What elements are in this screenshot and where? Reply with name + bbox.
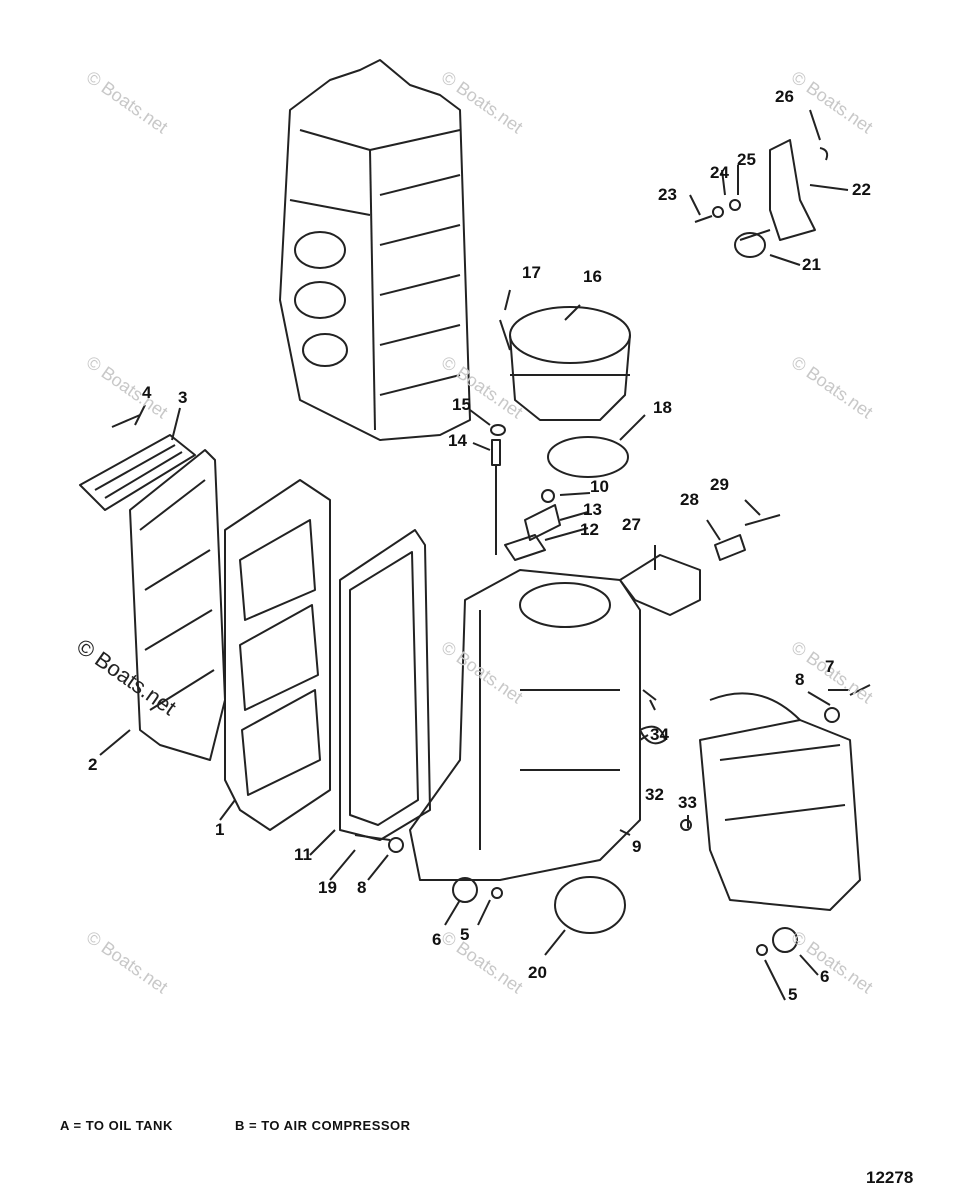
callout-26: 26 <box>775 87 794 106</box>
callouts: 1 2 3 4 5 5 6 6 7 8 8 9 10 11 12 13 14 1… <box>88 87 871 1004</box>
fitting-34 <box>642 689 657 701</box>
callout-32: 32 <box>645 785 664 804</box>
callout-14: 14 <box>448 431 467 450</box>
watermark-text: © Boats.net <box>788 352 877 422</box>
callout-33: 33 <box>678 793 697 812</box>
legend-b: B = TO AIR COMPRESSOR <box>235 1118 411 1133</box>
callout-8b: 8 <box>357 878 366 897</box>
callout-3: 3 <box>178 388 187 407</box>
callout-21: 21 <box>802 255 821 274</box>
callout-19: 19 <box>318 878 337 897</box>
sensor-21 <box>734 232 766 258</box>
bolt-7 <box>849 684 871 696</box>
throttle-body-16 <box>509 306 631 421</box>
intake-housing-9 <box>409 569 641 881</box>
callout-4: 4 <box>142 383 152 402</box>
screw-4 <box>111 414 141 428</box>
clip-26 <box>819 147 829 161</box>
washer-5a <box>491 887 503 899</box>
watermark-text: © Boats.net <box>788 927 877 997</box>
linkage-22 <box>739 139 816 241</box>
callout-8a: 8 <box>795 670 804 689</box>
callout-25: 25 <box>737 150 756 169</box>
sensor-14 <box>491 439 501 555</box>
pump-20 <box>554 876 626 934</box>
reed-block <box>79 434 196 511</box>
callout-23: 23 <box>658 185 677 204</box>
figure-number: 12278 <box>866 1168 914 1187</box>
intake-plate-1 <box>224 479 331 831</box>
gasket-2 <box>129 449 226 761</box>
screw-33 <box>680 819 692 831</box>
watermark-text: © Boats.net <box>83 352 172 422</box>
sensor-27 <box>619 554 701 616</box>
callout-29: 29 <box>710 475 729 494</box>
callout-28: 28 <box>680 490 699 509</box>
watermark-text: © Boats.net <box>788 67 877 137</box>
watermark-text: © Boats.net <box>83 927 172 997</box>
callout-6a: 6 <box>432 930 441 949</box>
watermarks: © Boats.net © Boats.net © Boats.net © Bo… <box>72 67 876 997</box>
o-ring-18 <box>547 436 629 478</box>
washer-5b <box>756 944 768 956</box>
bracket-13 <box>524 504 561 541</box>
crankcase-block <box>279 59 471 441</box>
callout-5a: 5 <box>460 925 469 944</box>
callout-34: 34 <box>650 725 669 744</box>
clamp-32 <box>639 725 666 745</box>
bolt-19 <box>354 834 391 841</box>
callout-15: 15 <box>452 395 471 414</box>
screw-10 <box>541 489 555 503</box>
callout-1: 1 <box>215 820 224 839</box>
fuel-module <box>699 692 861 911</box>
washer-24 <box>712 206 724 218</box>
callout-11: 11 <box>294 845 312 864</box>
watermark-text: © Boats.net <box>438 927 527 997</box>
callout-10: 10 <box>590 477 609 496</box>
callout-5b: 5 <box>788 985 797 1004</box>
sensor-12 <box>504 534 546 561</box>
watermark-text: © Boats.net <box>438 637 527 707</box>
fitting-28 <box>714 534 746 561</box>
screw-17 <box>499 319 511 351</box>
callout-18: 18 <box>653 398 672 417</box>
callout-27: 27 <box>622 515 641 534</box>
callout-17: 17 <box>522 263 541 282</box>
screw-23 <box>694 215 713 223</box>
callout-20: 20 <box>528 963 547 982</box>
bolt-29 <box>744 514 781 526</box>
o-ring-15 <box>490 424 506 436</box>
callout-9: 9 <box>632 837 641 856</box>
callout-22: 22 <box>852 180 871 199</box>
watermark-text: © Boats.net <box>83 67 172 137</box>
gasket-11 <box>339 529 431 841</box>
callout-6b: 6 <box>820 967 829 986</box>
washer-8a <box>388 837 404 853</box>
nut-25 <box>729 199 741 211</box>
callout-12: 12 <box>580 520 599 539</box>
watermark-text-dark: © Boats.net <box>72 634 181 721</box>
callout-13: 13 <box>583 500 602 519</box>
grommet-6b <box>772 927 798 953</box>
grommet-6a <box>452 877 478 903</box>
callout-7: 7 <box>825 657 834 676</box>
callout-16: 16 <box>583 267 602 286</box>
callout-2: 2 <box>88 755 97 774</box>
washer-8b <box>824 707 840 723</box>
legend-a: A = TO OIL TANK <box>60 1118 173 1133</box>
callout-24: 24 <box>710 163 729 182</box>
